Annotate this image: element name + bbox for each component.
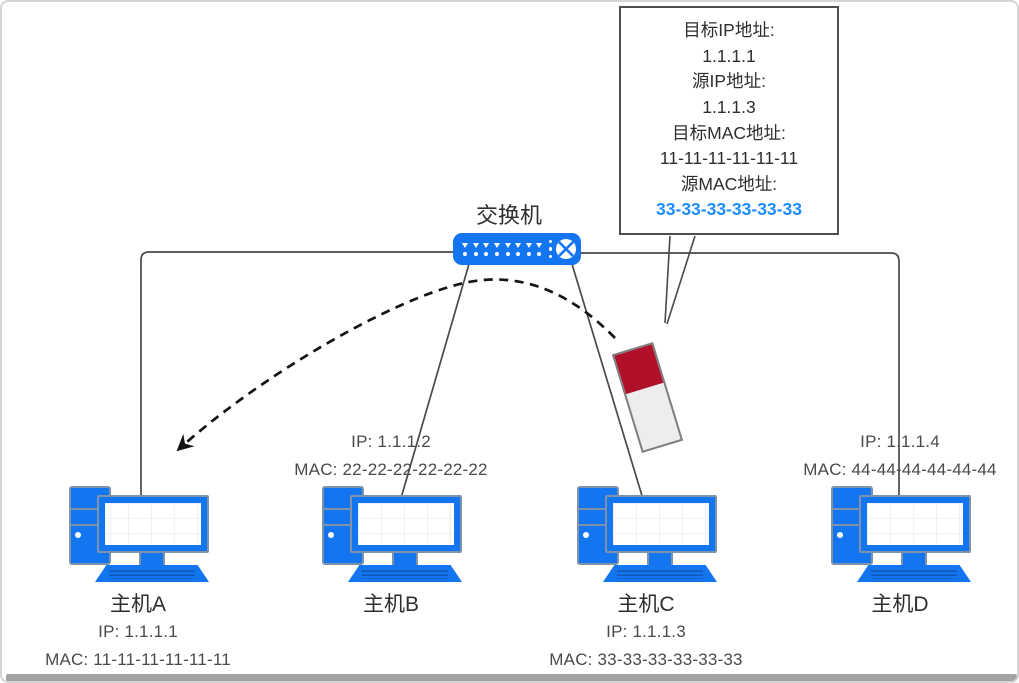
host-a-name: 主机A xyxy=(109,593,167,616)
computer-keyboard xyxy=(603,565,717,582)
host-b-computer-icon xyxy=(320,486,464,586)
callout-dest-ip-label: 目标IP地址: xyxy=(683,20,775,41)
host-d-computer-icon xyxy=(829,486,973,586)
computer-keyboard xyxy=(857,565,971,582)
switch-port xyxy=(513,242,524,256)
computer-screen xyxy=(105,503,201,545)
switch-port xyxy=(523,242,534,256)
monitor-stand xyxy=(901,553,927,567)
host-a-mac: MAC: 11-11-11-11-11-11 xyxy=(45,650,231,669)
computer-screen xyxy=(867,503,963,545)
monitor-stand xyxy=(647,553,673,567)
host-a-computer-icon xyxy=(67,486,211,586)
host-b-mac: MAC: 22-22-22-22-22-22 xyxy=(294,460,488,479)
switch-port-separator xyxy=(548,239,552,259)
host-d-name: 主机D xyxy=(871,593,929,616)
power-led xyxy=(837,532,843,538)
computer-keyboard xyxy=(348,565,462,582)
callout-src-ip-label: 源IP地址: xyxy=(692,71,766,92)
wire-switch-to-host-c xyxy=(571,263,644,500)
power-led xyxy=(75,532,81,538)
switch-icon xyxy=(453,233,581,265)
switch-port xyxy=(471,242,482,256)
host-b-ip: IP: 1.1.1.2 xyxy=(351,432,431,451)
computer-monitor xyxy=(350,495,462,553)
wire-switch-to-host-d xyxy=(580,252,900,496)
wire-switch-to-host-a xyxy=(140,251,453,496)
callout-pointer-lines xyxy=(664,235,696,325)
packet-info-callout: 目标IP地址: 1.1.1.1 源IP地址: 1.1.1.3 目标MAC地址: … xyxy=(619,6,839,235)
switch-port xyxy=(481,242,492,256)
callout-dest-ip-value: 1.1.1.1 xyxy=(702,45,756,66)
switch-port xyxy=(460,242,471,256)
window-bottom-edge xyxy=(6,674,1017,681)
callout-dest-mac-value: 11-11-11-11-11-11 xyxy=(659,148,799,169)
dashed-arrow xyxy=(176,278,616,452)
host-c-ip: IP: 1.1.1.3 xyxy=(606,622,686,641)
host-a-ip: IP: 1.1.1.1 xyxy=(98,622,178,641)
power-led xyxy=(583,532,589,538)
computer-monitor xyxy=(97,495,209,553)
callout-dest-mac-label: 目标MAC地址: xyxy=(672,122,786,143)
switch-port xyxy=(492,242,503,256)
computer-screen xyxy=(613,503,709,545)
computer-monitor xyxy=(605,495,717,553)
switch-port xyxy=(534,242,545,256)
callout-src-mac-value: 33-33-33-33-33-33 xyxy=(656,199,802,220)
monitor-stand xyxy=(392,553,418,567)
host-d-mac: MAC: 44-44-44-44-44-44 xyxy=(803,460,997,479)
switch-x-port-icon xyxy=(556,239,576,259)
switch-port xyxy=(502,242,513,256)
monitor-stand xyxy=(139,553,165,567)
callout-src-ip-value: 1.1.1.3 xyxy=(702,96,756,117)
computer-screen xyxy=(358,503,454,545)
callout-src-mac-label: 源MAC地址: xyxy=(680,173,778,194)
computer-monitor xyxy=(859,495,971,553)
packet-header xyxy=(614,344,664,394)
computer-keyboard xyxy=(95,565,209,582)
host-b-name: 主机B xyxy=(362,593,420,616)
switch-label: 交换机 xyxy=(475,203,543,228)
host-c-mac: MAC: 33-33-33-33-33-33 xyxy=(549,650,743,669)
power-led xyxy=(328,532,334,538)
host-c-computer-icon xyxy=(575,486,719,586)
host-c-name: 主机C xyxy=(617,593,675,616)
host-d-ip: IP: 1.1.1.4 xyxy=(860,432,940,451)
wire-switch-to-host-b xyxy=(398,263,470,506)
